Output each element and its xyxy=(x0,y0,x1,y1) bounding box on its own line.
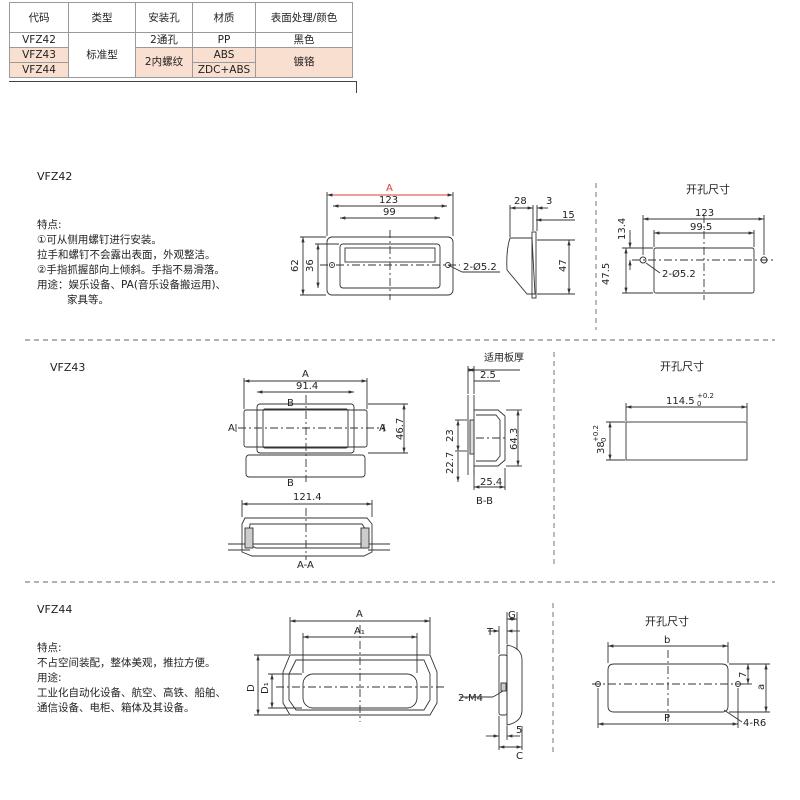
vfz44-dim-C: C xyxy=(516,751,523,762)
vfz42-dim-62: 62 xyxy=(290,259,301,272)
vfz42-cutout-134: 13.4 xyxy=(617,218,628,240)
vfz42-dim-28: 28 xyxy=(514,196,527,207)
vfz43-cutout-h-tol2: 0 xyxy=(600,438,608,442)
vfz42-front-view xyxy=(300,192,500,300)
vfz44-features: 特点: 不占空间装配，整体美观，推拉方便。 用途: 工业化自动化设备、航空、高铁… xyxy=(37,642,226,714)
vfz44-side-view xyxy=(460,612,523,750)
cell-finish-vfz43-44: 镀铬 xyxy=(255,47,353,78)
vfz44-cutout-a: a xyxy=(756,684,767,690)
vfz44-cutout-R: 4-R6 xyxy=(743,718,766,729)
vfz42-cutout-view xyxy=(622,215,775,300)
vfz43-cutout-title: 开孔尺寸 xyxy=(660,359,704,373)
vfz43-cutout-w: 114.5 xyxy=(666,396,695,407)
vfz44-dim-T: T xyxy=(486,627,494,638)
vfz43-dim-23: 23 xyxy=(445,429,456,442)
vfz43-label-aa: A-A xyxy=(297,560,314,571)
vfz44-front-view xyxy=(254,617,446,722)
vfz42-dim-hole: 2-Ø5.2 xyxy=(463,261,497,273)
vfz42-dim-36: 36 xyxy=(305,259,316,272)
cell-finish-vfz42: 黑色 xyxy=(255,32,353,48)
vfz43-model-label: VFZ43 xyxy=(50,361,86,374)
vfz43-dim-254: 25.4 xyxy=(480,477,502,488)
vfz42-side-view xyxy=(506,205,575,299)
vfz44-dim-A1: A₁ xyxy=(354,626,365,637)
vfz43-cutout-view xyxy=(606,403,748,461)
vfz43-dim-643: 64.3 xyxy=(509,428,520,450)
vfz43-dim-board: 适用板厚 xyxy=(484,351,524,364)
cell-type: 标准型 xyxy=(68,32,136,78)
vfz42-features: 特点: ①可从侧用螺钉进行安装。 拉手和螺钉不会露出表面，外观整洁。 ②手指抓握… xyxy=(37,219,227,306)
spec-table: 代码 类型 安装孔 材质 表面处理/颜色 VFZ42 标准型 2通孔 PP 黑色… xyxy=(9,2,353,78)
col-header-code: 代码 xyxy=(9,2,69,33)
vfz44-dim-A: A xyxy=(356,609,363,620)
vfz44-dim-D1: D₁ xyxy=(260,682,271,694)
vfz43-dim-A-left: A xyxy=(228,423,235,434)
vfz43-dim-B-top: B xyxy=(287,398,294,409)
vfz44-cutout-7: 7 xyxy=(738,672,749,678)
vfz42-cutout-123: 123 xyxy=(695,208,714,219)
vfz43-section-aa xyxy=(228,500,390,560)
cell-code-vfz44: VFZ44 xyxy=(9,62,69,78)
cell-material-vfz44: ZDC+ABS xyxy=(192,62,256,78)
vfz43-dim-A-right: A xyxy=(379,423,386,434)
vfz43-dim-1214: 121.4 xyxy=(293,492,322,503)
vfz43-cutout-h: 38 xyxy=(596,441,607,454)
vfz44-cutout-view xyxy=(592,642,770,728)
vfz44-cutout-b: b xyxy=(664,635,670,646)
col-header-finish: 表面处理/颜色 xyxy=(255,2,353,33)
vfz44-dim-M4: 2-M4 xyxy=(458,693,483,704)
vfz44-dim-D: D xyxy=(246,684,257,692)
vfz43-dim-B-bottom: B xyxy=(287,478,294,489)
vfz43-dim-25: 2.5 xyxy=(480,370,496,381)
vfz43-dim-A: A xyxy=(302,369,309,380)
vfz43-cutout-h-tol: +0.2 xyxy=(592,425,600,442)
vfz42-cutout-title: 开孔尺寸 xyxy=(686,182,730,196)
vfz43-dim-467: 46.7 xyxy=(395,418,406,440)
vfz42-cutout-hole: 2-Ø5.2 xyxy=(662,268,696,280)
vfz42-dim-99: 99 xyxy=(383,207,396,218)
vfz44-model-label: VFZ44 xyxy=(37,603,73,616)
vfz42-dim-123: 123 xyxy=(379,195,398,206)
vfz43-cutout-w-tol: +0.2 xyxy=(697,392,714,400)
vfz42-cutout-475: 47.5 xyxy=(601,263,612,285)
vfz44-cutout-P: P xyxy=(664,713,670,724)
vfz42-dim-15: 15 xyxy=(562,210,575,221)
vfz43-dim-227: 22.7 xyxy=(445,452,456,474)
vfz44-dim-5: 5 xyxy=(516,725,522,736)
vfz43-section-bb xyxy=(455,366,522,490)
vfz43-label-bb: B-B xyxy=(476,496,493,507)
vfz43-front-view xyxy=(235,378,408,482)
cell-hole-vfz43-44: 2内螺纹 xyxy=(135,47,193,78)
vfz42-model-label: VFZ42 xyxy=(37,170,73,183)
vfz42-cutout-995: 99.5 xyxy=(690,222,712,233)
vfz42-dim-A: A xyxy=(386,183,393,194)
vfz42-dim-47: 47 xyxy=(558,259,569,272)
vfz43-cutout-w-tol2: 0 xyxy=(697,400,701,408)
vfz44-cutout-title: 开孔尺寸 xyxy=(645,614,689,628)
table-underline xyxy=(9,81,356,82)
vfz42-dim-3: 3 xyxy=(546,196,552,207)
vfz44-dim-G: G xyxy=(508,610,516,621)
table-tick xyxy=(356,81,357,93)
vfz43-dim-914: 91.4 xyxy=(296,381,318,392)
